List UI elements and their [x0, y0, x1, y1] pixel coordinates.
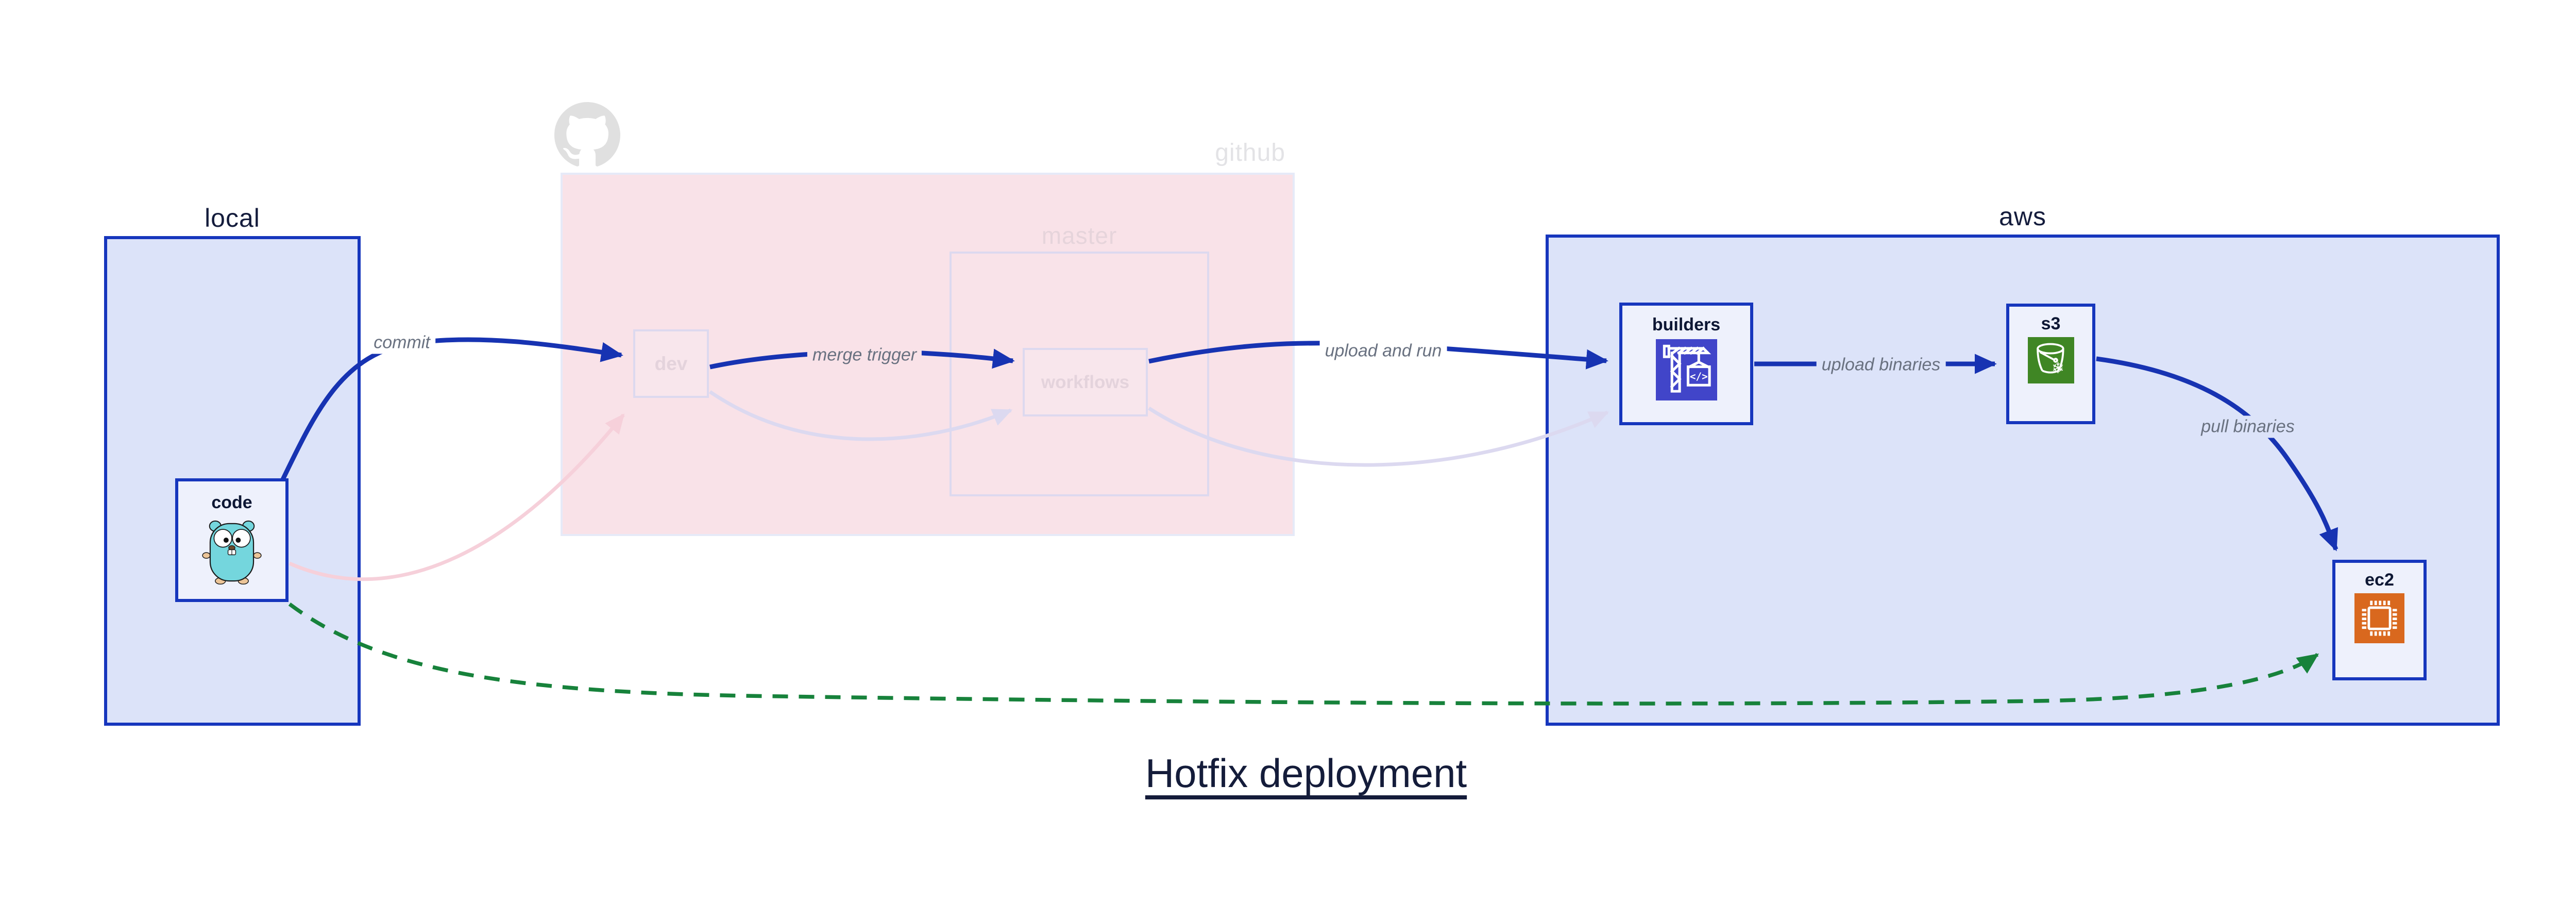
edge-label-merge-trigger: merge trigger	[807, 344, 922, 366]
edge-pull-binaries	[2096, 356, 2338, 552]
svg-text:</>: </>	[1689, 371, 1707, 382]
codebuild-crane-icon: </>	[1655, 339, 1717, 403]
node-s3: s3 ❄	[2006, 304, 2095, 424]
edge-ghost-dev-to-workflows	[709, 390, 1013, 441]
edge-label-pull-binaries: pull binaries	[2196, 415, 2300, 438]
ec2-chip-icon	[2354, 593, 2404, 646]
master-branch-label: master	[1041, 222, 1117, 249]
node-workflows-label: workflows	[1041, 372, 1130, 392]
edge-ghost-code-to-dev	[289, 413, 625, 581]
node-builders-label: builders	[1652, 315, 1721, 335]
node-ec2-label: ec2	[2365, 570, 2394, 590]
node-code-label: code	[211, 493, 252, 512]
local-container-label: local	[205, 204, 260, 232]
node-dev: dev	[633, 329, 709, 398]
svg-text:❄: ❄	[2052, 359, 2064, 377]
aws-container-label: aws	[1999, 202, 2046, 231]
node-code: code	[175, 478, 289, 602]
node-s3-label: s3	[2041, 314, 2061, 333]
s3-glacier-bucket-icon: ❄	[2027, 337, 2074, 386]
go-gopher-icon	[199, 516, 265, 589]
edge-commit	[280, 337, 623, 481]
github-octocat-icon	[554, 102, 620, 168]
edge-label-upload-and-run: upload and run	[1319, 340, 1447, 362]
node-builders: builders </>	[1619, 303, 1753, 425]
edge-label-commit: commit	[368, 331, 435, 354]
edge-ghost-workflows-to-builders	[1148, 407, 1609, 467]
node-workflows: workflows	[1023, 348, 1148, 416]
github-container-label: github	[1215, 139, 1285, 166]
edge-label-upload-binaries: upload binaries	[1816, 354, 1946, 376]
node-dev-label: dev	[654, 353, 688, 374]
node-ec2: ec2	[2332, 560, 2427, 680]
diagram-title: Hotfix deployment	[1145, 750, 1467, 796]
edge-hotfix-code-to-ec2	[288, 602, 2319, 706]
